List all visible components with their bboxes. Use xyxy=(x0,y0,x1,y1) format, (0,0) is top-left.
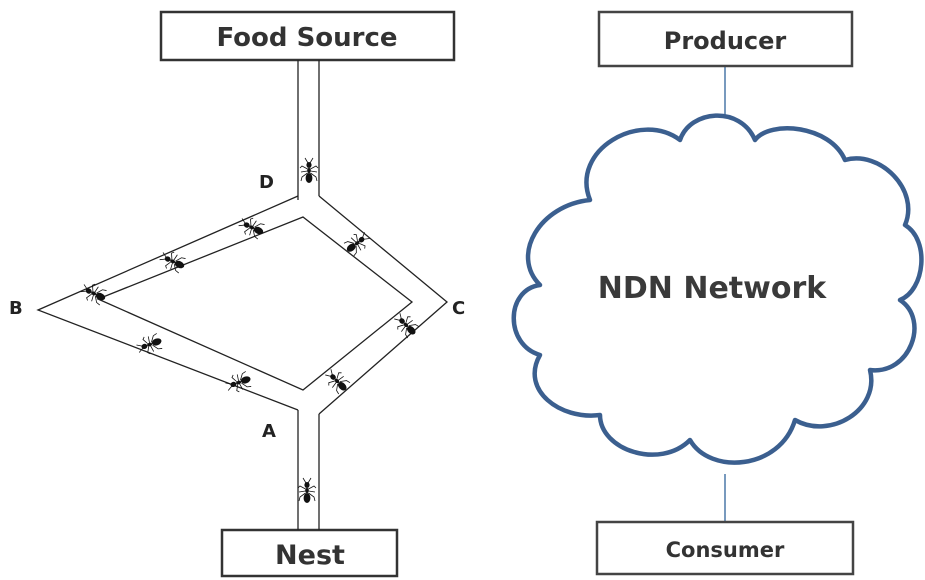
node-label-b: B xyxy=(9,298,23,319)
ants-group xyxy=(78,157,422,504)
ant-icon xyxy=(321,365,353,397)
ndn-network-label: NDN Network xyxy=(598,271,827,306)
path-food-to-d xyxy=(297,60,320,200)
node-label-d: D xyxy=(259,172,274,193)
ant-icon xyxy=(236,213,268,242)
nest-label: Nest xyxy=(275,540,345,571)
food-source-label: Food Source xyxy=(216,23,397,53)
food-source-box: Food Source xyxy=(159,10,456,62)
nest-box: Nest xyxy=(220,528,399,578)
ant-icon xyxy=(78,279,110,308)
ant-icon xyxy=(390,309,422,341)
consumer-box: Consumer xyxy=(595,520,855,576)
ant-icon xyxy=(157,247,189,276)
ndn-cloud-shape xyxy=(511,113,924,465)
ant-icon xyxy=(134,331,165,358)
producer-box: Producer xyxy=(597,10,854,68)
ant-icon xyxy=(297,477,317,504)
ant-icon xyxy=(341,227,373,259)
path-a-to-nest xyxy=(297,410,320,530)
ant-colony-diagram: Food Source Nest D B C A xyxy=(9,10,465,578)
producer-label: Producer xyxy=(664,27,787,55)
ant-icon xyxy=(299,157,319,184)
ndn-diagram: Producer Consumer NDN Network xyxy=(511,10,924,576)
loop-inner-edge xyxy=(96,216,414,391)
node-label-a: A xyxy=(262,421,276,442)
node-label-c: C xyxy=(452,298,465,319)
loop-outer-edge xyxy=(36,195,449,415)
consumer-label: Consumer xyxy=(666,538,785,562)
